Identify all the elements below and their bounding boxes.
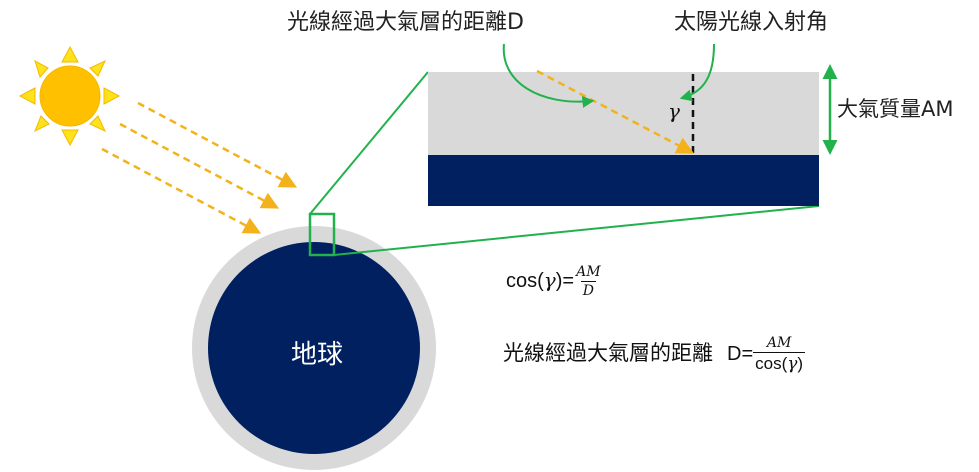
gamma-symbol: γ xyxy=(668,99,680,123)
eq2-den-prefix: cos( xyxy=(755,354,788,373)
eq2-den-gamma: γ xyxy=(787,354,798,374)
eq2-prefix: D= xyxy=(727,342,754,365)
eq2-label: 光線經過大氣層的距離 xyxy=(503,340,713,365)
angle-pointer-arrow xyxy=(679,43,715,102)
sun-icon xyxy=(18,45,121,147)
eq1-prefix: cos( xyxy=(506,269,544,292)
distance-label: 光線經過大氣層的距離D xyxy=(287,10,524,35)
eq1-suffix: )= xyxy=(555,269,575,292)
earth-globe xyxy=(192,226,436,470)
eq1-gamma: γ xyxy=(543,267,556,292)
distance-pointer-arrow xyxy=(502,43,595,108)
eq1-denominator: D xyxy=(580,281,596,299)
eq1-numerator: AM xyxy=(576,264,601,280)
sun-light-rays xyxy=(101,101,298,234)
eq2-denominator: cos(γ) xyxy=(753,352,806,374)
zoom-lines xyxy=(309,71,820,256)
light-path xyxy=(536,69,695,154)
zoom-box xyxy=(308,212,336,257)
atmosphere-section xyxy=(428,72,819,206)
eq2-numerator: AM xyxy=(766,335,792,351)
eq2-den-suffix: ) xyxy=(797,354,804,373)
earth-label: 地球 xyxy=(291,340,344,370)
air-mass-label: 大氣質量AM xyxy=(837,97,954,121)
incidence-angle-label: 太陽光線入射角 xyxy=(674,10,829,35)
